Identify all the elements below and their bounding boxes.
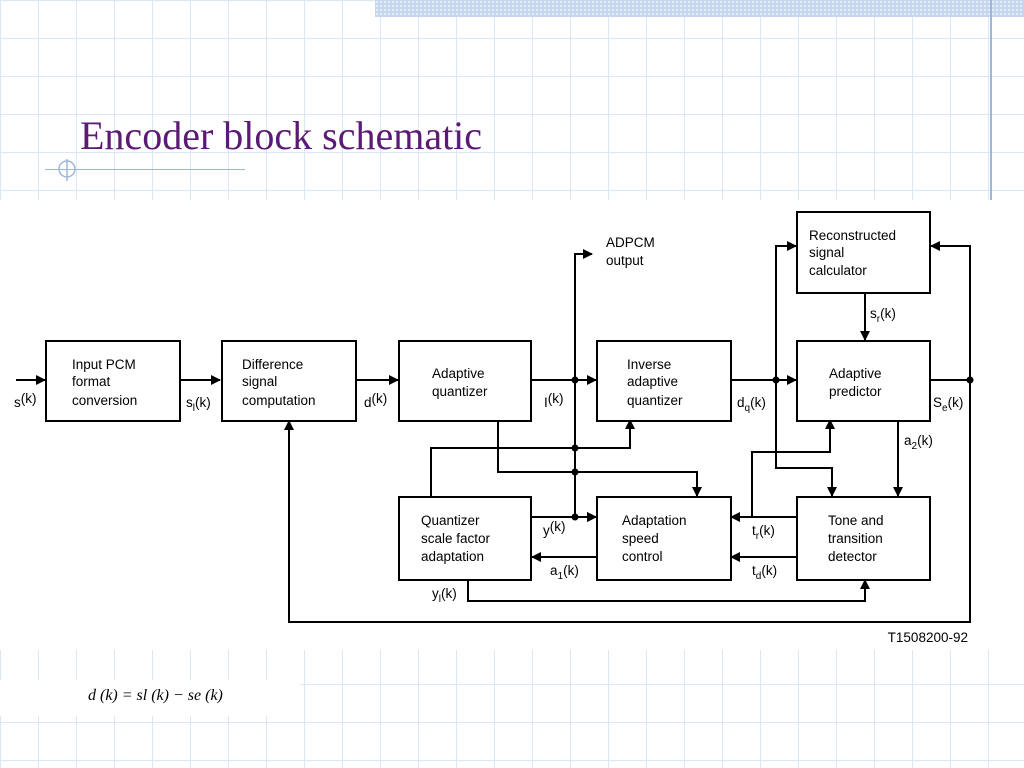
- block-label: transition: [828, 531, 883, 546]
- block-label: adaptive: [627, 374, 678, 389]
- block-label: Tone and: [828, 513, 884, 528]
- signal-label-a2: a2(k): [904, 433, 933, 452]
- signal-label-yl: yl(k): [432, 586, 457, 605]
- signal-label-td: td(k): [752, 563, 777, 582]
- block-scale-factor: Quantizer scale factor adaptation: [398, 496, 532, 581]
- block-adaptive-quantizer: Adaptive quantizer: [398, 340, 532, 422]
- block-label: speed: [622, 531, 659, 546]
- block-speed-control: Adaptation speed control: [596, 496, 732, 581]
- block-label: Reconstructed: [809, 228, 896, 243]
- block-label: quantizer: [432, 384, 488, 399]
- block-label: Adaptive: [432, 366, 485, 381]
- slide-title: Encoder block schematic: [80, 113, 483, 158]
- block-label: computation: [242, 393, 316, 408]
- block-input-pcm: Input PCM format conversion: [45, 340, 181, 422]
- adpcm-output-label: output: [606, 253, 644, 268]
- encoder-diagram: Input PCM format conversion Difference s…: [0, 200, 1024, 650]
- signal-label-sl: sl(k): [186, 395, 211, 414]
- block-label: signal: [242, 374, 277, 389]
- figure-code: T1508200-92: [888, 630, 968, 645]
- block-label: detector: [828, 549, 877, 564]
- block-label: calculator: [809, 263, 867, 278]
- encoder-diagram-svg: Input PCM format conversion Difference s…: [14, 211, 974, 645]
- block-tone-detector: Tone and transition detector: [796, 496, 931, 581]
- formula-panel: [0, 680, 300, 716]
- junction-dots: [571, 376, 974, 521]
- block-label: scale factor: [421, 531, 491, 546]
- block-adaptive-predictor: Adaptive predictor: [796, 340, 931, 422]
- adpcm-output-label: ADPCM: [606, 235, 655, 250]
- block-label: Quantizer: [421, 513, 480, 528]
- signal-label-y: y(k): [543, 519, 566, 538]
- block-label: quantizer: [627, 393, 683, 408]
- block-label: Adaptation: [622, 513, 687, 528]
- top-decoration-band: [375, 0, 1024, 17]
- signal-label-sr: sr(k): [870, 306, 896, 325]
- block-label: Inverse: [627, 357, 671, 372]
- block-label: Input PCM: [72, 357, 136, 372]
- difference-formula: d (k) = sl (k) − se (k): [88, 687, 223, 704]
- block-label: control: [622, 549, 663, 564]
- signal-label-se: Se(k): [933, 395, 963, 414]
- block-label: Difference: [242, 357, 303, 372]
- signal-lines: [16, 241, 971, 623]
- block-label: adaptation: [421, 549, 484, 564]
- block-reconstructed-signal: Reconstructed signal calculator: [796, 211, 931, 294]
- block-label: Adaptive: [829, 366, 882, 381]
- block-label: signal: [809, 245, 844, 260]
- block-inverse-quantizer: Inverse adaptive quantizer: [596, 340, 732, 422]
- signal-label-dq: dq(k): [737, 395, 766, 414]
- title-underline: [45, 169, 245, 170]
- signal-label-d: d(k): [364, 391, 387, 410]
- block-difference-signal: Difference signal computation: [221, 340, 357, 422]
- signal-label-tr: tr(k): [752, 523, 775, 542]
- block-label: predictor: [829, 384, 882, 399]
- signal-label-a1: a1(k): [550, 563, 579, 582]
- right-edge-rule: [990, 0, 992, 265]
- signal-label-s: s(k): [14, 391, 37, 410]
- block-label: conversion: [72, 393, 137, 408]
- crosshair-icon: [58, 159, 76, 181]
- signal-label-i: I(k): [544, 391, 564, 410]
- block-label: format: [72, 374, 111, 389]
